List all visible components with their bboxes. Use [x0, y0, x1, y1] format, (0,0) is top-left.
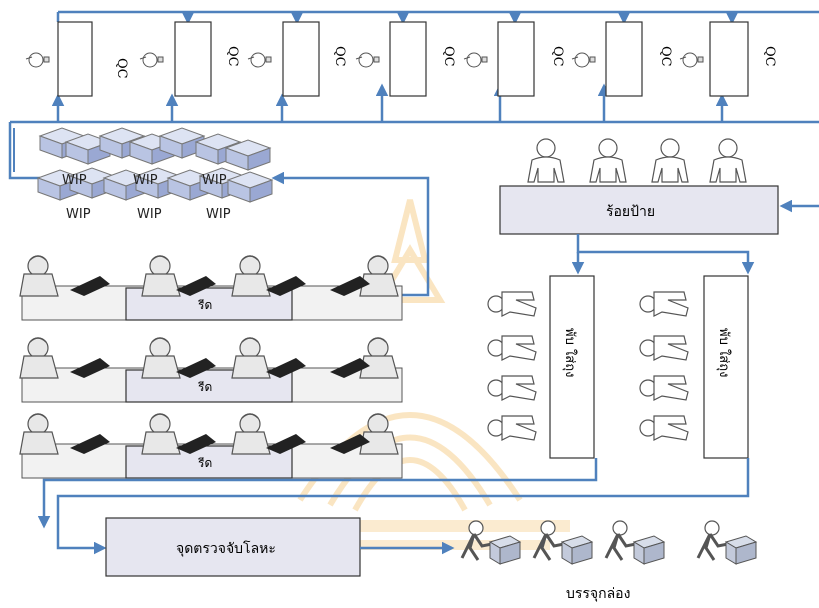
fold-stations: พับ ใส่ถุง พับ ใส่ถุง	[488, 276, 748, 458]
fold-station-label: พับ ใส่ถุง	[562, 328, 578, 377]
qc-label: QC	[332, 46, 347, 67]
iron-lines: รีด รีด รีด	[20, 256, 402, 478]
iron-station-label: รีด	[197, 456, 212, 470]
metal-check-station: จุดตรวจจับโลหะ	[106, 518, 452, 576]
qc-station-5: QC	[464, 22, 565, 96]
packing-station: บรรจุกล่อง	[462, 521, 756, 602]
wip-overlay-label-2: WIP	[133, 173, 158, 188]
iron-station-label: รีด	[197, 380, 212, 394]
qc-station-1: QC	[26, 22, 129, 96]
tag-station: ร้อยป้าย	[500, 139, 819, 272]
fold-station-label: พับ ใส่ถุง	[716, 328, 732, 377]
wip-label-2: WIP	[137, 207, 162, 222]
qc-label: QC	[114, 58, 129, 79]
qc-station-7: QC	[680, 22, 777, 96]
wip-label-3: WIP	[206, 207, 231, 222]
qc-label: QC	[441, 46, 456, 67]
packing-label: บรรจุกล่อง	[566, 586, 630, 602]
wip-label-1: WIP	[66, 207, 91, 222]
iron-station-label: รีด	[197, 298, 212, 312]
qc-label: QC	[658, 46, 673, 67]
wip-overlay-label-1: WIP	[62, 173, 87, 188]
metal-check-label: จุดตรวจจับโลหะ	[176, 540, 276, 557]
qc-label: QC	[225, 46, 240, 67]
fold-station-1: พับ ใส่ถุง	[488, 276, 594, 458]
iron-line-1: รีด	[20, 256, 402, 320]
qc-station-4: QC	[356, 22, 456, 96]
wip-cubes-top	[40, 128, 270, 170]
qc-station-2: QC	[140, 22, 240, 96]
fold-station-2: พับ ใส่ถุง	[640, 276, 748, 458]
qc-station-6: QC	[572, 22, 673, 96]
iron-line-2: รีด	[20, 338, 402, 402]
qc-station-3: QC	[248, 22, 347, 96]
tag-station-label: ร้อยป้าย	[606, 204, 655, 220]
qc-label: QC	[550, 46, 565, 67]
wip-overlay-label-3: WIP	[202, 173, 227, 188]
iron-line-3: รีด	[20, 414, 402, 478]
qc-label: QC	[762, 46, 777, 67]
